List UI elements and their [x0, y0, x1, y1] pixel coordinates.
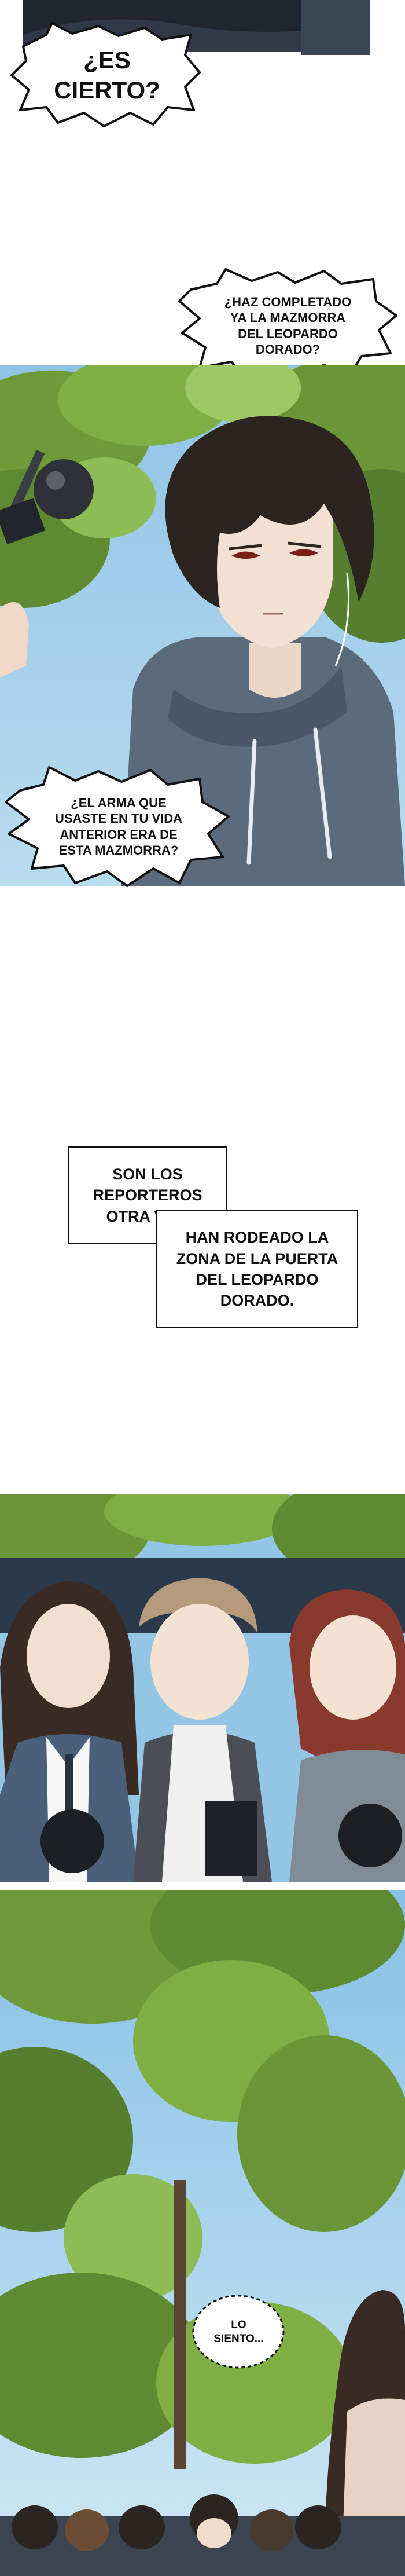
speech-text-lo-siento: LO SIENTO...: [213, 2318, 264, 2345]
forest-crowd-art: [0, 1890, 405, 2576]
speech-bubble-haz-completado: ¿HAZ COMPLETADO YA LA MAZMORRA DEL LEOPA…: [176, 266, 399, 385]
reporters-art: [0, 1494, 405, 1882]
speech-text-es-cierto: ¿ES CIERTO?: [54, 46, 160, 104]
panel-reporters: [0, 1494, 405, 1882]
caption-rodeado: HAN RODEADO LA ZONA DE LA PUERTA DEL LEO…: [156, 1210, 358, 1328]
speech-text-el-arma: ¿EL ARMA QUE USASTE EN TU VIDA ANTERIOR …: [54, 795, 183, 858]
panel-forest-crowd: [0, 1890, 405, 2576]
speech-bubble-lo-siento: LO SIENTO...: [191, 2293, 286, 2371]
speech-bubble-el-arma: ¿EL ARMA QUE USASTE EN TU VIDA ANTERIOR …: [5, 764, 231, 889]
speech-text-haz-completado: ¿HAZ COMPLETADO YA LA MAZMORRA DEL LEOPA…: [224, 294, 352, 357]
speech-bubble-es-cierto: ¿ES CIERTO?: [10, 22, 203, 127]
